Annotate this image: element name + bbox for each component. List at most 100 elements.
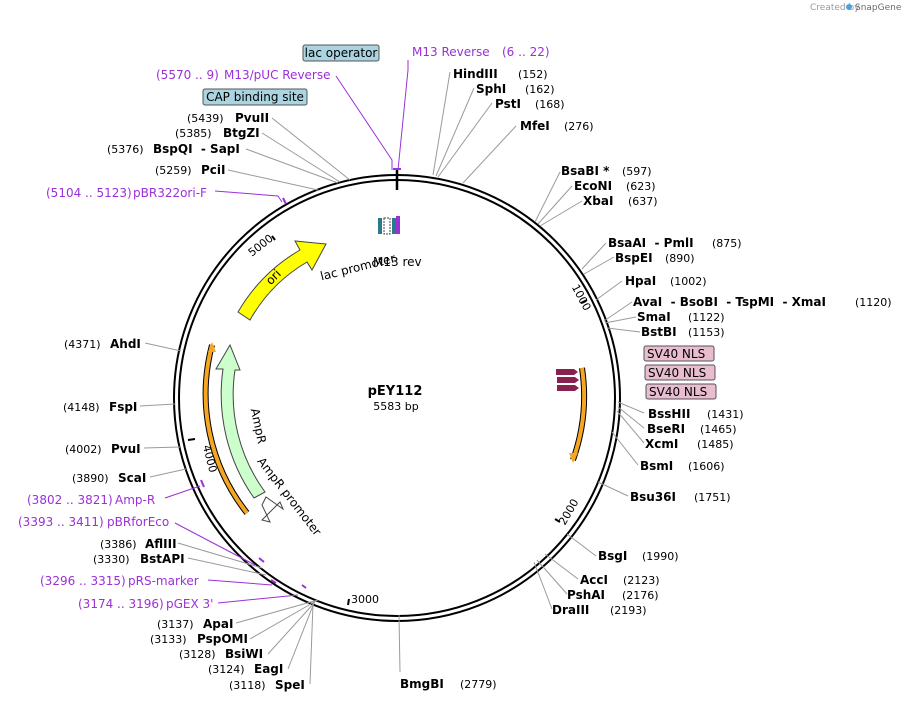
leader-bsgi	[566, 533, 597, 557]
primer-name-prs: pRS-marker	[128, 574, 199, 588]
leader-psti	[437, 102, 493, 178]
enzyme-name-btgzi: BtgZI	[223, 126, 260, 140]
primer-mark-pbr322	[282, 197, 287, 205]
tick-2000	[554, 518, 561, 523]
tick-3000	[347, 598, 350, 606]
primer-name-m13rev: M13 Reverse	[412, 45, 490, 59]
tick-label-2000: 2000	[556, 497, 581, 528]
tick-1000	[580, 299, 588, 304]
primer-mark-prs	[270, 579, 277, 584]
leader-xcmi	[616, 410, 645, 444]
snapgene-logo-icon	[846, 4, 852, 10]
primer-name-m13puc: M13/pUC Reverse	[224, 68, 331, 82]
leader-mfei	[462, 125, 517, 184]
enzyme-pos-acci: (2123)	[623, 574, 660, 587]
leader-pspomi	[249, 600, 317, 640]
enzyme-name-avai: AvaI - BsoBI - TspMI - XmaI	[633, 295, 826, 309]
enzyme-name-pspomi: PspOMI	[197, 632, 248, 646]
leader-bsabi	[534, 171, 561, 223]
enzyme-pos-bsabi: (597)	[622, 165, 652, 178]
primer-leader-pbrforeco	[174, 522, 256, 566]
enzyme-name-xbai: XbaI	[583, 194, 613, 208]
leader-afliii	[177, 542, 263, 569]
ampr-label: AmpR	[248, 407, 269, 445]
enzyme-name-xcmi: XcmI	[645, 437, 678, 451]
leader-bmgbi	[398, 614, 401, 673]
leader-bsu36i	[597, 481, 629, 497]
credit-brand: SnapGene	[855, 3, 902, 13]
primer-mark-pbrforeco	[258, 557, 265, 563]
primer-name-pgex: pGEX 3'	[166, 597, 213, 611]
ampr-feature-arrow	[215, 343, 266, 499]
enzyme-pos-bmgbi: (2779)	[460, 678, 497, 691]
enzyme-pos-bsaai: (875)	[712, 237, 742, 250]
enzyme-pos-bseri: (1465)	[700, 423, 737, 436]
leader-econi	[537, 185, 573, 225]
enzyme-pos-bsmi: (1606)	[688, 460, 725, 473]
primer-leader-pgex	[217, 594, 299, 604]
enzyme-pos-avai: (1120)	[855, 296, 892, 309]
primer-range-pgex: (3174 .. 3196)	[78, 597, 164, 611]
cap-site-mark	[378, 218, 382, 234]
leader-apai	[235, 599, 319, 624]
enzyme-pos-pvui: (4002)	[65, 443, 102, 456]
m13-rev-label: M13 rev	[373, 255, 422, 269]
leader-pcii	[227, 169, 319, 191]
enzyme-pos-afliii: (3386)	[100, 538, 137, 551]
primer-leader-pbr322	[214, 190, 283, 203]
leader-xbai	[539, 200, 583, 227]
enzyme-pos-bsu36i: (1751)	[694, 491, 731, 504]
enzyme-name-hindiii: HindIII	[453, 67, 498, 81]
leader-bsiwi	[267, 601, 316, 655]
tick-group	[187, 235, 588, 606]
enzyme-name-bstapi: BstAPI	[140, 552, 185, 566]
leader-draiii	[533, 561, 553, 610]
enzyme-pos-bsshii: (1431)	[707, 408, 744, 421]
enzyme-name-psti: PstI	[495, 97, 521, 111]
leader-bseri	[617, 406, 645, 429]
m13-rev-mark	[396, 216, 400, 234]
lac-promoter-mark	[383, 217, 391, 235]
enzyme-name-ahdi: AhdI	[110, 337, 141, 351]
leader-ahdi	[144, 342, 182, 352]
enzyme-pos-bspei: (890)	[665, 252, 695, 265]
primer-leader-m13puc	[335, 75, 393, 170]
enzyme-name-bmgbi: BmgBI	[400, 677, 444, 691]
enzyme-pos-xcmi: (1485)	[697, 438, 734, 451]
enzyme-pos-pspomi: (3133)	[150, 633, 187, 646]
left-arc-head-icon	[208, 342, 216, 352]
enzyme-name-scai: ScaI	[118, 471, 146, 485]
enzyme-name-fspi: FspI	[109, 400, 137, 414]
enzyme-pos-pcii: (5259)	[155, 164, 192, 177]
enzyme-name-bspqi: BspQI - SapI	[153, 142, 240, 156]
leader-bsaai	[581, 242, 607, 270]
enzyme-name-bsmi: BsmI	[640, 459, 673, 473]
enzyme-name-bsiwi: BsiWI	[225, 647, 263, 661]
ori-feature-arrow	[237, 240, 327, 321]
lac-operator-mark	[392, 218, 396, 234]
enzyme-pos-pvuii: (5439)	[187, 112, 224, 125]
tick-4000	[187, 438, 196, 441]
leader-acci	[544, 553, 579, 580]
enzyme-pos-pshai: (2176)	[622, 589, 659, 602]
enzyme-pos-ahdi: (4371)	[64, 338, 101, 351]
sv40-nls-box-3	[645, 383, 717, 400]
leader-pshai	[536, 559, 568, 595]
enzyme-pos-btgzi: (5385)	[175, 127, 212, 140]
leader-sphi	[435, 87, 475, 177]
ampr-promoter-arrow	[261, 496, 285, 523]
enzyme-name-pshai: PshAI	[567, 588, 605, 602]
enzyme-name-spei: SpeI	[275, 678, 305, 692]
leader-bspei	[583, 256, 615, 275]
sv40-nls-box-2	[644, 364, 716, 381]
enzyme-name-pcii: PciI	[201, 163, 226, 177]
primer-range-pbr322: (5104 .. 5123)	[46, 186, 132, 200]
primer-range-prs: (3296 .. 3315)	[40, 574, 126, 588]
enzyme-pos-spei: (3118)	[229, 679, 266, 692]
enzyme-pos-bstapi: (3330)	[93, 553, 130, 566]
left-orange-arc	[203, 344, 249, 515]
sv40-nls-label-1: SV40 NLS	[647, 347, 705, 361]
lac-region-marks	[378, 216, 400, 235]
plasmid-size: 5583 bp	[373, 400, 418, 413]
leader-bspqi	[245, 148, 339, 184]
